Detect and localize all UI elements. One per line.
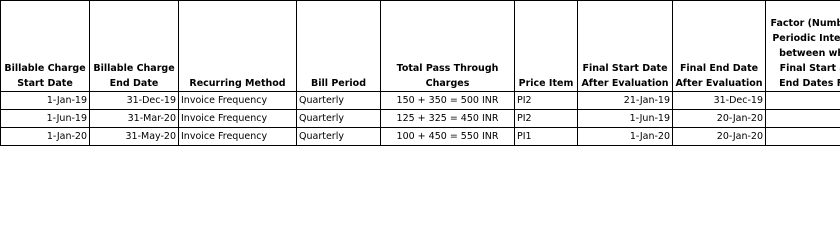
cell-factor: 4 bbox=[765, 109, 840, 128]
cell-final-end-date: 31-Dec-19 bbox=[672, 91, 766, 110]
cell-price-item: PI2 bbox=[514, 91, 578, 110]
cell-end-date: 31-Mar-20 bbox=[89, 109, 179, 128]
cell-start-date: 1-Jun-19 bbox=[0, 109, 90, 128]
header-recurring-method: Recurring Method bbox=[178, 0, 297, 92]
cell-price-item: PI1 bbox=[514, 127, 578, 146]
cell-price-item: PI2 bbox=[514, 109, 578, 128]
cell-final-end-date: 20-Jan-20 bbox=[672, 127, 766, 146]
header-factor: Factor (Number of Periodic Intervals bet… bbox=[765, 0, 840, 92]
cell-final-end-date: 20-Jan-20 bbox=[672, 109, 766, 128]
header-price-item: Price Item bbox=[514, 0, 578, 92]
cell-recurring-method: Invoice Frequency bbox=[178, 91, 297, 110]
cell-bill-period: Quarterly bbox=[296, 109, 381, 128]
table-row: 1-Jan-20 31-May-20 Invoice Frequency Qua… bbox=[0, 127, 840, 146]
cell-end-date: 31-May-20 bbox=[89, 127, 179, 146]
cell-start-date: 1-Jan-19 bbox=[0, 91, 90, 110]
header-billable-charge-start-date: Billable Charge Start Date bbox=[0, 0, 90, 92]
billing-evaluation-table: Billable Charge Start Date Billable Char… bbox=[0, 0, 840, 146]
cell-total-charges: 125 + 325 = 450 INR bbox=[380, 109, 515, 128]
cell-total-charges: 100 + 450 = 550 INR bbox=[380, 127, 515, 146]
cell-total-charges: 150 + 350 = 500 INR bbox=[380, 91, 515, 110]
cell-final-start-date: 1-Jan-20 bbox=[577, 127, 673, 146]
cell-factor: 1 bbox=[765, 127, 840, 146]
cell-final-start-date: 1-Jun-19 bbox=[577, 109, 673, 128]
cell-bill-period: Quarterly bbox=[296, 127, 381, 146]
table-row: 1-Jan-19 31-Dec-19 Invoice Frequency Qua… bbox=[0, 91, 840, 110]
header-final-end-date: Final End Date After Evaluation bbox=[672, 0, 766, 92]
cell-start-date: 1-Jan-20 bbox=[0, 127, 90, 146]
cell-factor: 4 bbox=[765, 91, 840, 110]
header-total-pass-through-charges: Total Pass Through Charges bbox=[380, 0, 515, 92]
header-billable-charge-end-date: Billable Charge End Date bbox=[89, 0, 179, 92]
header-final-start-date: Final Start Date After Evaluation bbox=[577, 0, 673, 92]
table-row: 1-Jun-19 31-Mar-20 Invoice Frequency Qua… bbox=[0, 109, 840, 128]
cell-recurring-method: Invoice Frequency bbox=[178, 127, 297, 146]
header-bill-period: Bill Period bbox=[296, 0, 381, 92]
header-row: Billable Charge Start Date Billable Char… bbox=[0, 0, 840, 92]
cell-recurring-method: Invoice Frequency bbox=[178, 109, 297, 128]
cell-end-date: 31-Dec-19 bbox=[89, 91, 179, 110]
cell-final-start-date: 21-Jan-19 bbox=[577, 91, 673, 110]
cell-bill-period: Quarterly bbox=[296, 91, 381, 110]
